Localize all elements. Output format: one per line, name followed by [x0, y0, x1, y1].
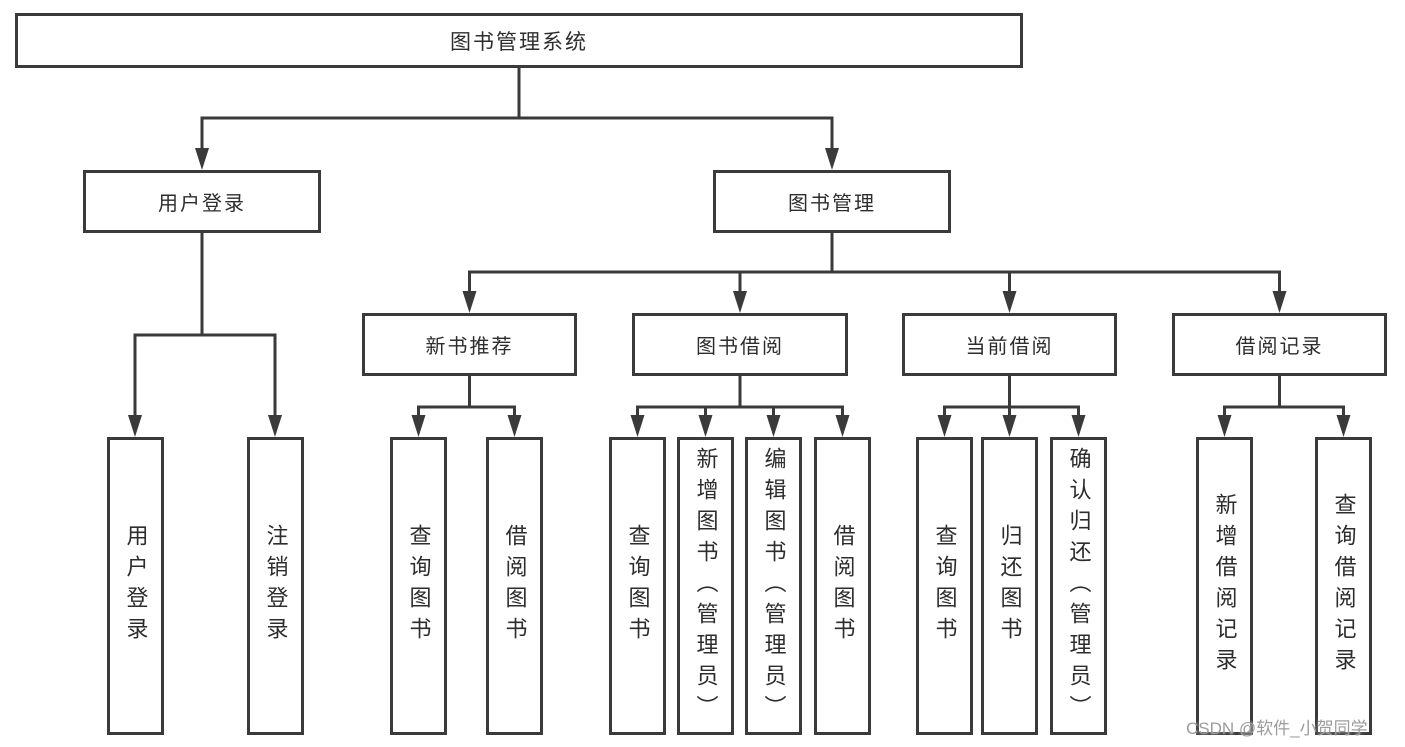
node-current-borrow: 当前借阅 [902, 313, 1117, 376]
arrowhead-icon [825, 148, 839, 170]
node-label: 归还图书 [997, 524, 1023, 648]
node-label: 借阅记录 [1235, 336, 1324, 358]
leaf-borrow-book: 借阅图书 [814, 437, 871, 735]
arrowhead-icon [835, 415, 850, 437]
leaf-confirm-return-admin: 确认归还（管理员） [1050, 437, 1107, 735]
node-label: 借阅图书 [502, 524, 528, 648]
arrowhead-icon [1071, 415, 1086, 437]
leaf-add-borrow-record: 新增借阅记录 [1196, 437, 1253, 735]
leaf-add-book-admin: 新增图书（管理员） [677, 437, 734, 735]
node-root: 图书管理系统 [15, 13, 1023, 68]
node-label: 用户登录 [158, 193, 246, 215]
arrowhead-icon [937, 415, 952, 437]
arrowhead-icon [507, 415, 522, 437]
leaf-edit-book-admin: 编辑图书（管理员） [745, 437, 802, 735]
node-label: 注销登录 [263, 524, 289, 648]
leaf-borrow-book-recommend: 借阅图书 [486, 437, 543, 735]
node-borrow-records: 借阅记录 [1172, 313, 1387, 376]
arrowhead-icon [1272, 291, 1287, 313]
arrowhead-icon [195, 148, 209, 170]
arrowhead-icon [1336, 415, 1351, 437]
node-book-borrow: 图书借阅 [632, 313, 848, 376]
arrowhead-icon [1002, 415, 1017, 437]
leaf-query-book-recommend: 查询图书 [390, 437, 447, 735]
arrowhead-icon [698, 415, 713, 437]
arrowhead-icon [411, 415, 426, 437]
leaf-query-borrow-record: 查询借阅记录 [1315, 437, 1372, 735]
leaf-query-book-borrow: 查询图书 [609, 437, 666, 735]
node-label: 查询借阅记录 [1331, 493, 1357, 679]
arrowhead-icon [1217, 415, 1232, 437]
leaf-query-book-current: 查询图书 [916, 437, 973, 735]
arrowhead-icon [766, 415, 781, 437]
node-label: 图书管理系统 [450, 30, 588, 54]
node-label: 图书管理 [788, 193, 876, 215]
arrowhead-icon [128, 415, 142, 437]
node-new-book-recommend: 新书推荐 [362, 313, 577, 376]
watermark: CSDN @软件_小贺同学 [1186, 719, 1368, 738]
node-book-management: 图书管理 [713, 170, 951, 233]
leaf-return-book: 归还图书 [981, 437, 1038, 735]
arrowhead-icon [462, 291, 477, 313]
node-label: 查询图书 [625, 524, 651, 648]
node-label: 编辑图书（管理员） [761, 446, 787, 726]
arrowhead-icon [268, 415, 282, 437]
node-label: 借阅图书 [830, 524, 856, 648]
arrowhead-icon [733, 291, 747, 313]
node-label: 新增借阅记录 [1212, 493, 1238, 679]
node-label: 确认归还（管理员） [1066, 446, 1092, 726]
leaf-user-login: 用户登录 [107, 437, 164, 735]
node-label: 当前借阅 [965, 336, 1054, 358]
node-label: 新书推荐 [425, 336, 514, 358]
node-label: 图书借阅 [696, 336, 784, 358]
node-label: 用户登录 [123, 524, 149, 648]
leaf-logout: 注销登录 [247, 437, 304, 735]
node-user-login: 用户登录 [83, 170, 321, 233]
node-label: 查询图书 [932, 524, 958, 648]
node-label: 新增图书（管理员） [693, 446, 719, 726]
arrowhead-icon [1002, 291, 1017, 313]
arrowhead-icon [630, 415, 645, 437]
node-label: 查询图书 [406, 524, 432, 648]
